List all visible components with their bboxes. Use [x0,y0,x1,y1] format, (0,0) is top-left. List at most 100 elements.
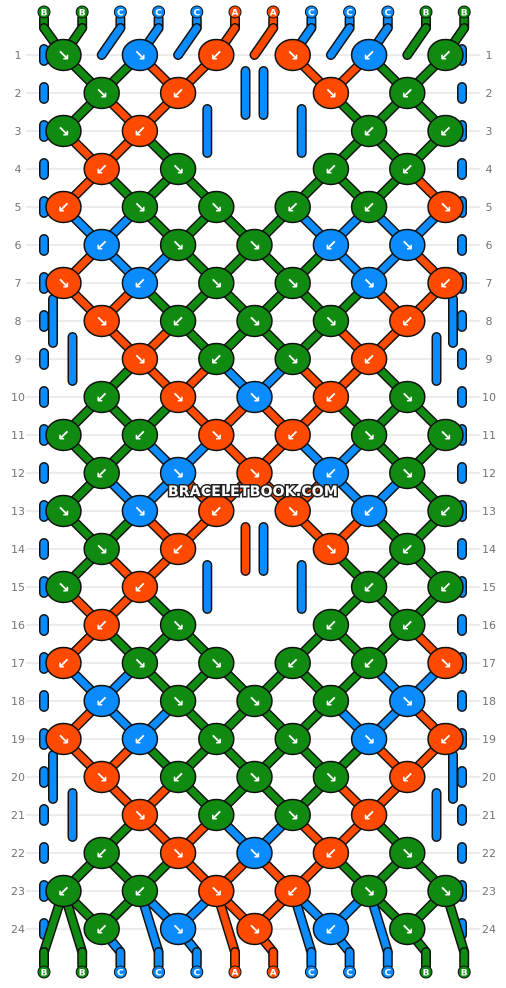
knot[interactable]: ↘ [159,152,197,186]
knot[interactable]: ↘ [274,722,311,756]
knot[interactable]: ↘ [389,684,426,718]
knot[interactable]: ↙ [312,152,350,186]
knot[interactable]: ↙ [83,456,120,490]
knot[interactable]: ↘ [83,532,120,566]
knot[interactable]: ↙ [389,76,426,110]
knot[interactable]: ↙ [427,266,464,300]
knot[interactable]: ↙ [427,114,464,148]
knot[interactable]: ↙ [350,646,388,680]
knot[interactable]: ↙ [312,912,350,946]
knot[interactable]: ↘ [159,228,197,262]
knot[interactable]: ↘ [121,798,159,832]
knot[interactable]: ↘ [427,874,464,908]
knot[interactable]: ↙ [312,380,350,414]
knot[interactable]: ↘ [198,646,235,680]
knot[interactable]: ↙ [159,76,197,110]
knot[interactable]: ↘ [83,76,120,110]
knot[interactable]: ↙ [312,836,350,870]
knot[interactable]: ↘ [236,912,273,946]
knot[interactable]: ↘ [159,456,197,490]
knot[interactable]: ↘ [236,760,273,794]
knot[interactable]: ↙ [350,570,388,604]
knot[interactable]: ↙ [83,684,120,718]
knot[interactable]: ↙ [274,646,311,680]
knot[interactable]: ↙ [121,114,159,148]
knot[interactable]: ↘ [236,684,273,718]
knot[interactable]: ↘ [236,836,273,870]
knot[interactable]: ↙ [312,228,350,262]
knot[interactable]: ↘ [427,190,464,224]
knot[interactable]: ↘ [159,380,197,414]
knot[interactable]: ↙ [83,608,120,642]
knot[interactable]: ↘ [159,912,197,946]
knot[interactable]: ↙ [350,342,388,376]
knot[interactable]: ↘ [198,418,235,452]
knot[interactable]: ↘ [274,266,311,300]
knot[interactable]: ↙ [389,304,426,338]
knot[interactable]: ↘ [389,228,426,262]
knot[interactable]: ↙ [389,608,426,642]
knot[interactable]: ↙ [121,570,159,604]
knot[interactable]: ↙ [350,38,388,72]
knot[interactable]: ↘ [121,494,159,528]
knot[interactable]: ↘ [121,190,159,224]
knot[interactable]: ↙ [45,418,82,452]
knot[interactable]: ↘ [427,418,464,452]
knot[interactable]: ↘ [312,760,350,794]
knot[interactable]: ↘ [45,722,82,756]
knot[interactable]: ↙ [198,494,235,528]
knot[interactable]: ↙ [83,380,120,414]
knot[interactable]: ↘ [83,760,120,794]
knot[interactable]: ↘ [274,798,311,832]
knot[interactable]: ↙ [350,494,388,528]
knot[interactable]: ↙ [427,722,464,756]
knot[interactable]: ↙ [83,152,120,186]
knot[interactable]: ↘ [45,114,82,148]
knot[interactable]: ↘ [312,76,350,110]
knot[interactable]: ↙ [159,532,197,566]
knot[interactable]: ↘ [83,304,120,338]
knot[interactable]: ↘ [389,836,426,870]
knot[interactable]: ↘ [236,304,273,338]
knot[interactable]: ↙ [45,646,82,680]
knot[interactable]: ↘ [236,456,273,490]
knot[interactable]: ↘ [121,646,159,680]
knot[interactable]: ↘ [350,418,388,452]
knot[interactable]: ↙ [389,760,426,794]
knot[interactable]: ↘ [312,304,350,338]
knot[interactable]: ↘ [274,38,311,72]
knot[interactable]: ↙ [274,190,311,224]
knot[interactable]: ↙ [274,874,311,908]
knot[interactable]: ↘ [159,608,197,642]
knot[interactable]: ↘ [198,722,235,756]
knot[interactable]: ↘ [350,266,388,300]
knot[interactable]: ↙ [312,456,350,490]
knot[interactable]: ↘ [350,874,388,908]
knot[interactable]: ↙ [427,494,464,528]
knot[interactable]: ↙ [312,608,350,642]
knot[interactable]: ↙ [198,38,235,72]
knot[interactable]: ↘ [427,646,464,680]
knot[interactable]: ↘ [45,570,82,604]
knot[interactable]: ↙ [121,722,159,756]
knot[interactable]: ↙ [159,760,197,794]
knot[interactable]: ↙ [121,874,159,908]
knot[interactable]: ↙ [274,418,311,452]
knot[interactable]: ↙ [83,228,120,262]
knot[interactable]: ↙ [198,342,235,376]
knot[interactable]: ↘ [389,912,426,946]
knot[interactable]: ↙ [350,190,388,224]
knot[interactable]: ↙ [83,912,120,946]
knot[interactable]: ↘ [350,722,388,756]
knot[interactable]: ↙ [121,418,159,452]
knot[interactable]: ↙ [350,114,388,148]
knot[interactable]: ↙ [427,38,464,72]
knot[interactable]: ↙ [159,304,197,338]
knot[interactable]: ↙ [389,532,426,566]
knot[interactable]: ↘ [236,380,273,414]
knot[interactable]: ↙ [45,874,82,908]
knot[interactable]: ↘ [274,494,311,528]
knot[interactable]: ↙ [45,190,82,224]
knot[interactable]: ↘ [121,38,159,72]
knot[interactable]: ↘ [389,456,426,490]
